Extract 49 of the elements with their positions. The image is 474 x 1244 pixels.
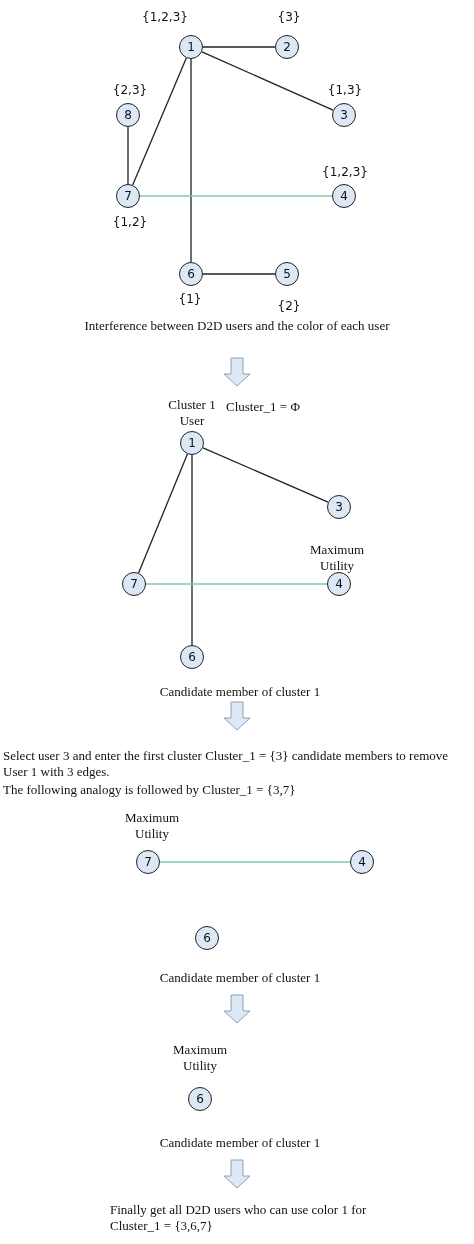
user-node: 1 [180, 431, 204, 455]
user-node: 7 [116, 184, 140, 208]
color-set-label: {3} [277, 10, 301, 24]
node-caption: Cluster 1 User [167, 397, 217, 429]
connector-line [159, 861, 351, 863]
color-set-label: {1} [178, 292, 202, 306]
color-set-label: {1,3} [327, 83, 363, 97]
caption-text: Candidate member of cluster 1 [158, 970, 322, 986]
connector-line [202, 447, 329, 503]
user-node: 2 [275, 35, 299, 59]
connector-line [190, 58, 192, 263]
connector-line [201, 51, 334, 111]
user-node: 6 [195, 926, 219, 950]
user-node: 3 [327, 495, 351, 519]
user-node: 7 [136, 850, 160, 874]
connector-line [137, 453, 189, 574]
color-set-label: {1,2,3} [322, 165, 368, 179]
caption-text: Interference between D2D users and the color of each user [83, 318, 391, 334]
caption-text: The following analogy is followed by Cluster_1 = {3,7} [3, 782, 297, 798]
user-node: 6 [188, 1087, 212, 1111]
node-caption: Maximum Utility [171, 1042, 229, 1074]
connector-line [202, 273, 276, 275]
connector-line [202, 46, 276, 48]
user-node: 4 [332, 184, 356, 208]
user-node: 6 [179, 262, 203, 286]
user-node: 4 [350, 850, 374, 874]
color-set-label: {1,2} [112, 215, 148, 229]
connector-line [139, 195, 333, 197]
connector-line [132, 57, 187, 186]
user-node: 1 [179, 35, 203, 59]
connector-line [191, 454, 193, 646]
connector-line [145, 583, 328, 585]
connector-line [127, 126, 129, 185]
user-node: 8 [116, 103, 140, 127]
user-node: 3 [332, 103, 356, 127]
node-caption: Maximum Utility [123, 810, 181, 842]
caption-text: Select user 3 and enter the first cluster Cluster_1 = {3} candidate members to remove User 1 with 3 edges. [3, 748, 450, 780]
color-set-label: {2,3} [112, 83, 148, 97]
color-set-label: {2} [277, 299, 301, 313]
caption-text: Candidate member of cluster 1 [158, 1135, 322, 1151]
user-node: 6 [180, 645, 204, 669]
caption-text: Finally get all D2D users who can use color 1 for Cluster_1 = {3,6,7} [110, 1202, 368, 1234]
user-node: 4 [327, 572, 351, 596]
user-node: 7 [122, 572, 146, 596]
user-node: 5 [275, 262, 299, 286]
caption-text: Candidate member of cluster 1 [158, 684, 322, 700]
node-caption: Maximum Utility [308, 542, 366, 574]
caption-text: Cluster_1 = Φ [226, 399, 301, 415]
color-set-label: {1,2,3} [142, 10, 188, 24]
